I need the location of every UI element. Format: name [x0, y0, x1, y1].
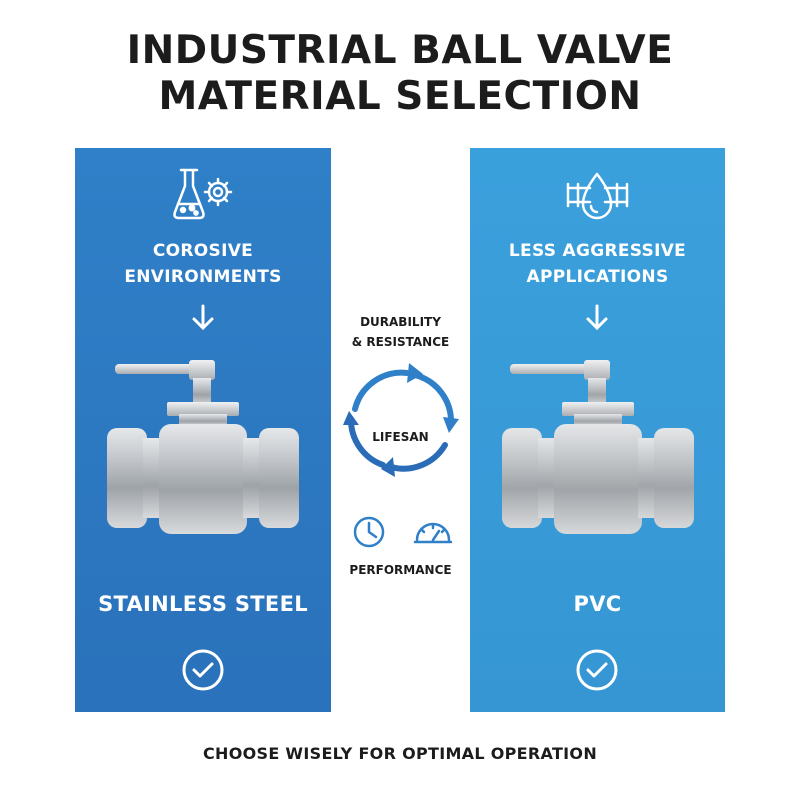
clock-icon: [353, 516, 385, 548]
durability-line-2: & RESISTANCE: [351, 335, 450, 349]
stainless-steel-panel: COROSIVE ENVIRONMENTS: [75, 148, 331, 712]
pipe-droplet-icon: [566, 172, 629, 220]
env-line-2: ENVIRONMENTS: [124, 267, 282, 287]
arrow-down-icon: [192, 304, 214, 331]
env-line-1: COROSIVE: [152, 241, 254, 261]
performance-label: PERFORMANCE: [349, 563, 452, 577]
page-title: INDUSTRIAL BALL VALVE MATERIAL SELECTION: [0, 28, 800, 120]
performance-icons: [353, 516, 453, 548]
flask-gear-icon: [173, 168, 233, 220]
cycle-arrows-icon: [343, 363, 459, 477]
durability-line-1: DURABILITY: [360, 315, 441, 329]
pvc-panel: LESS AGGRESSIVE APPLICATIONS: [470, 148, 725, 712]
title-line-1: INDUSTRIAL BALL VALVE: [126, 28, 674, 73]
check-circle-icon: [182, 649, 224, 691]
env-line-2: APPLICATIONS: [526, 267, 669, 287]
title-line-2: MATERIAL SELECTION: [158, 74, 642, 119]
env-line-1: LESS AGGRESSIVE: [508, 241, 687, 261]
environment-label: COROSIVE ENVIRONMENTS: [75, 238, 331, 290]
footer-tagline: CHOOSE WISELY FOR OPTIMAL OPERATION: [202, 744, 598, 763]
pvc-valve-illustration: [502, 360, 694, 534]
check-circle-icon: [576, 649, 618, 691]
speedometer-icon: [413, 522, 453, 544]
comparison-center: DURABILITY & RESISTANCE LIFESAN: [331, 148, 470, 712]
environment-label: LESS AGGRESSIVE APPLICATIONS: [470, 238, 725, 290]
arrow-down-icon: [586, 304, 608, 331]
material-label: STAINLESS STEEL: [98, 592, 308, 616]
lifespan-label: LIFESAN: [372, 430, 429, 444]
durability-label: DURABILITY & RESISTANCE: [331, 312, 470, 352]
material-label: PVC: [573, 592, 622, 616]
stainless-valve-illustration: [107, 360, 299, 534]
